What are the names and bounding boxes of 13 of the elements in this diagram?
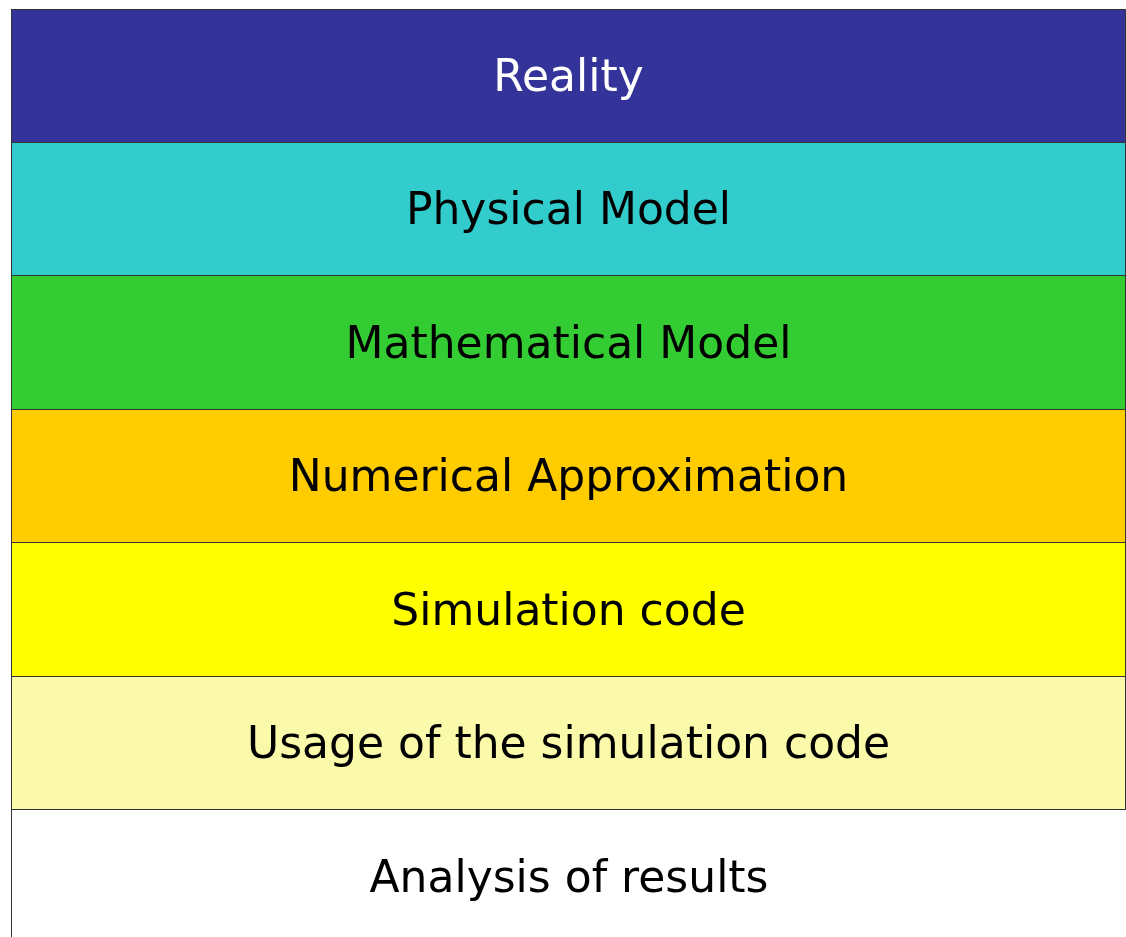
layer-band — [11, 543, 1126, 677]
layer-title: Usage of the simulation code — [246, 717, 891, 769]
layer-title: Physical Model — [405, 183, 732, 235]
layer-title: Numerical Approximation — [288, 450, 849, 502]
layer-band — [11, 676, 1126, 810]
layer-title: Analysis of results — [369, 851, 769, 903]
layer-band — [11, 409, 1126, 543]
layer-title: Reality — [493, 50, 644, 102]
layer-title: Mathematical Model — [345, 316, 792, 368]
layer-band — [11, 142, 1126, 276]
layer-band — [11, 9, 1126, 143]
layer-band — [11, 276, 1126, 410]
layer-title: Simulation code — [391, 583, 746, 635]
